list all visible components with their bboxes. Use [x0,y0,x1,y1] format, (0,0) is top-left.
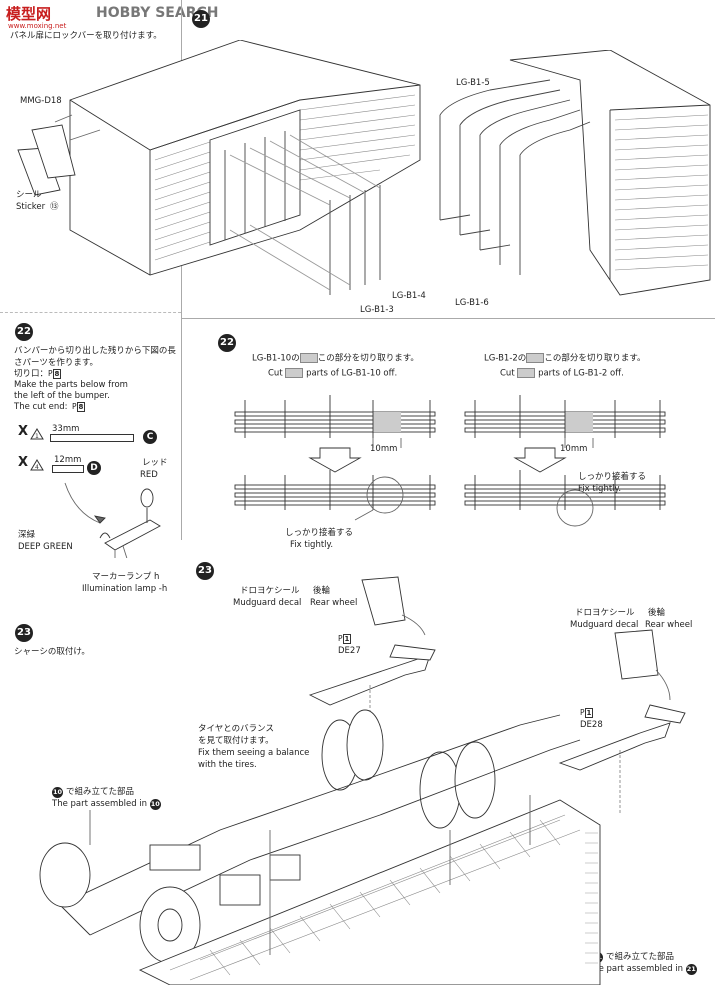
marker-lamp-en: Illumination lamp -h [82,584,168,594]
step-23-chassis-drawing [39,576,686,985]
cut-swatch-right-jp [526,353,545,363]
watermark-url: www.moxing.net [8,22,67,30]
fix-tightly-left-en: Fix tightly. [290,540,334,550]
row-divider [181,318,715,319]
cut-instruction-right-en: Cut parts of LG-B1-2 off. [500,368,624,379]
label-sticker-jp: シール [16,190,42,200]
tire-balance-jp-1: タイヤとのバランス [198,724,274,734]
decal-de27: DE27 [338,646,361,656]
part-bar-33mm [50,434,134,442]
svg-text:4: 4 [35,464,39,471]
dimension-10mm-right: 10mm [560,444,588,454]
color-green-en: DEEP GREEN [18,542,73,552]
warning-triangle-1-icon: 1 [30,428,44,440]
rear-wheel-left-en: Rear wheel [310,598,358,608]
step-21-instruction: パネル扉にロックバーを取り付けます。 [10,31,162,41]
cut-instruction-right-jp: LG-B1-2のこの部分を切り取ります。 [484,353,646,364]
assembled-in-21-badge-inline: 21 [685,964,697,975]
cut-swatch-right-en [517,368,536,378]
color-red-jp: レッド [142,458,168,468]
assembled-in-10-badge-inline: 10 [149,799,161,810]
label-mmg-d18: MMG-D18 [20,96,62,106]
step-22-number-left: 22 [15,323,33,341]
assembled-in-21-en: The part assembled in 21 [588,964,697,975]
row-divider-left [0,312,181,313]
length-12mm: 12mm [54,455,82,465]
step-21-number: 21 [192,10,210,28]
label-sticker-num: ⑬ [50,202,59,212]
rear-wheel-right-en: Rear wheel [645,620,693,630]
step-22-lamp-drawing [64,482,161,558]
part-letter-d: D [87,461,101,475]
color-green-jp: 深緑 [18,530,36,540]
mudguard-right-en: Mudguard decal [570,620,639,630]
brand-text: HOBBY SEARCH [96,5,219,21]
svg-text:1: 1 [35,433,39,440]
step-23-number-right: 23 [196,562,214,580]
tire-balance-jp-2: を見て取付けます。 [198,736,274,746]
cut-instruction-left-en: Cut parts of LG-B1-10 off. [268,368,398,379]
step-21-container-left-drawing [17,40,421,295]
fix-tightly-right-jp: しっかり接着する [578,472,647,482]
step-21-container-right-drawing [439,50,711,296]
part-letter-c: C [143,430,157,444]
decal-de28: DE28 [580,720,603,730]
mudguard-left-en: Mudguard decal [233,598,302,608]
tire-balance-en-1: Fix them seeing a balance [198,748,310,758]
column-divider [181,0,182,540]
fix-tightly-left-jp: しっかり接着する [285,528,354,538]
cut-mark-x2: X [18,455,29,470]
step-22-en-line2: the left of the bumper. [14,391,110,401]
label-lg-b1-6: LG-B1-6 [455,298,489,308]
fix-tightly-right-en: Fix tightly. [578,484,622,494]
step-23-number-left: 23 [15,624,33,642]
mudguard-right-jp: ドロヨケシール [575,608,635,618]
part-bar-12mm [52,465,84,473]
assembled-in-21-jp: で組み立てた部品 [606,952,675,962]
dimension-10mm-left: 10mm [370,444,398,454]
color-red-en: RED [140,470,158,480]
label-lg-b1-3: LG-B1-3 [360,305,394,315]
assembled-in-10-en: The part assembled in 10 [52,799,161,810]
cut-mark-x1: X [18,424,29,439]
step-22-jp-instruction: バンパーから切り出した残りから下図の長さパーツを作ります。 [14,346,176,368]
warning-triangle-2-icon: 4 [30,459,44,471]
step-22-number-right: 22 [218,334,236,352]
rear-wheel-right-jp: 後輪 [648,608,666,618]
assembled-in-10-badge: 10 [52,787,63,798]
rear-wheel-left-jp: 後輪 [313,586,331,596]
marker-lamp-jp: マーカーランプ h [92,572,160,582]
step-23-instruction: シャーシの取付け。 [14,647,90,657]
tire-balance-en-2: with the tires. [198,760,257,770]
cut-swatch-left-en [285,368,304,378]
step-22-ladder-drawings [234,395,666,527]
label-lg-b1-5: LG-B1-5 [456,78,490,88]
step-22-en-line1: Make the parts below from [14,380,128,390]
assembled-in-10-jp: で組み立てた部品 [66,787,135,797]
cut-instruction-left-jp: LG-B1-10のこの部分を切り取ります。 [252,353,419,364]
step-22-cut-jp: 切り口： [14,369,49,379]
cut-swatch-left-jp [299,353,318,363]
label-sticker-en: Sticker [16,202,46,212]
label-lg-b1-4: LG-B1-4 [392,291,426,301]
mudguard-left-jp: ドロヨケシール [240,586,300,596]
step-22-cut-en: The cut end: [14,402,68,412]
watermark-logo: 模型网 [6,5,52,23]
length-33mm: 33mm [52,424,80,434]
